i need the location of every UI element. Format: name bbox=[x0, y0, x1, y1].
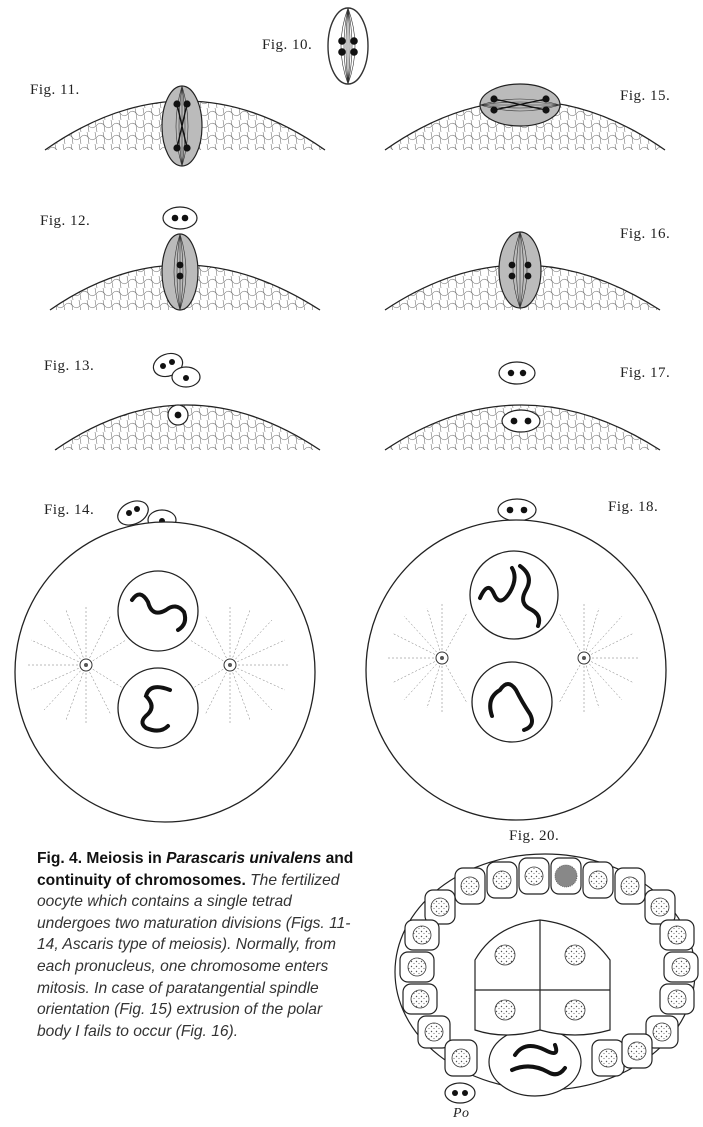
fig10-label: Fig. 10. bbox=[262, 37, 312, 54]
fig11-label: Fig. 11. bbox=[30, 82, 80, 99]
caption-body: The fertilized oocyte which contains a s… bbox=[37, 872, 350, 1040]
fig18-label: Fig. 18. bbox=[608, 499, 658, 516]
fig12-egg-cortex bbox=[50, 207, 320, 310]
polar-body-label: Po bbox=[453, 1106, 470, 1122]
figure-caption: Fig. 4. Meiosis in Parascaris univalens … bbox=[37, 848, 355, 1042]
fig20-blastula bbox=[395, 854, 698, 1103]
fig20-label: Fig. 20. bbox=[509, 828, 559, 845]
fig14-zygote bbox=[15, 496, 315, 822]
fig17-label: Fig. 17. bbox=[620, 365, 670, 382]
fig10-spindle bbox=[328, 8, 368, 84]
fig18-zygote bbox=[366, 499, 666, 820]
fig16-egg-cortex bbox=[385, 232, 660, 310]
fig17-egg-cortex bbox=[385, 362, 660, 450]
caption-title-species: Parascaris univalens bbox=[166, 850, 321, 867]
fig15-label: Fig. 15. bbox=[620, 88, 670, 105]
fig13-label: Fig. 13. bbox=[44, 358, 94, 375]
fig16-label: Fig. 16. bbox=[620, 226, 670, 243]
fig14-label: Fig. 14. bbox=[44, 502, 94, 519]
caption-title-prefix: Fig. 4. Meiosis in bbox=[37, 850, 166, 867]
fig13-egg-cortex bbox=[55, 350, 320, 450]
fig12-label: Fig. 12. bbox=[40, 213, 90, 230]
fig11-egg-cortex bbox=[45, 86, 325, 166]
